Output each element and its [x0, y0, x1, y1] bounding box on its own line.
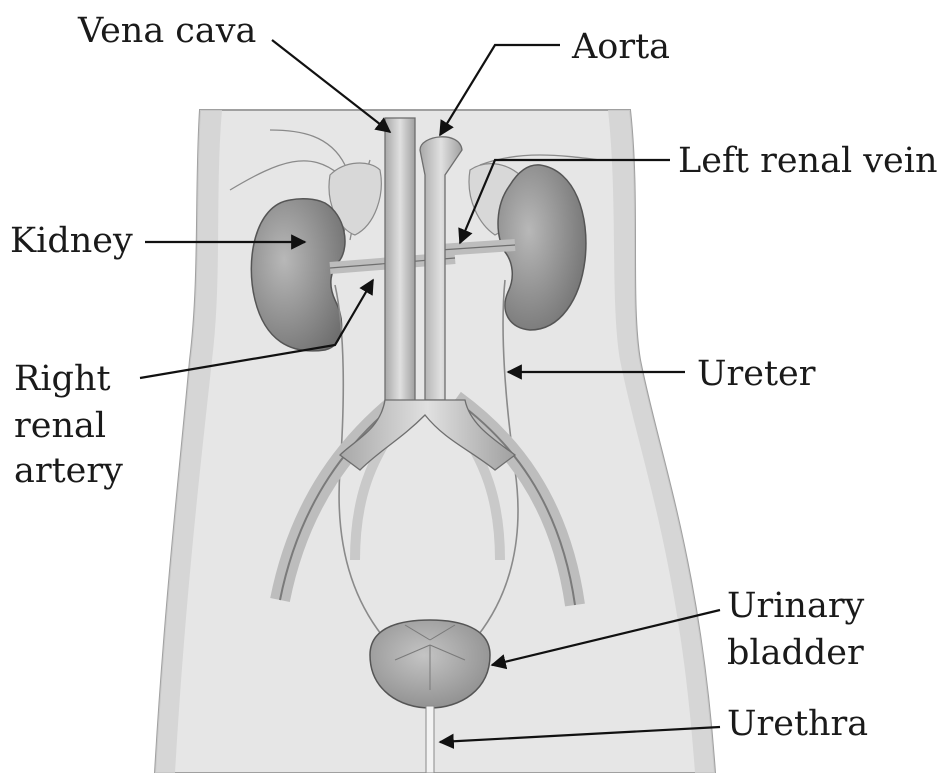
urethra-tube — [426, 706, 434, 773]
label-left-renal-vein: Left renal vein — [678, 141, 937, 181]
label-kidney: Kidney — [10, 221, 133, 261]
vena-cava-vessel — [385, 118, 415, 418]
label-right-renal-artery-line3: artery — [14, 451, 123, 491]
label-ureter: Ureter — [697, 354, 816, 394]
label-vena-cava: Vena cava — [77, 11, 256, 51]
label-right-renal-artery-line1: Right — [14, 359, 111, 399]
label-urinary-bladder-line1: Urinary — [727, 586, 865, 626]
label-right-renal-artery-line2: renal — [14, 406, 106, 446]
label-urethra: Urethra — [727, 704, 868, 744]
label-aorta: Aorta — [571, 27, 670, 67]
label-urinary-bladder-line2: bladder — [727, 633, 864, 673]
